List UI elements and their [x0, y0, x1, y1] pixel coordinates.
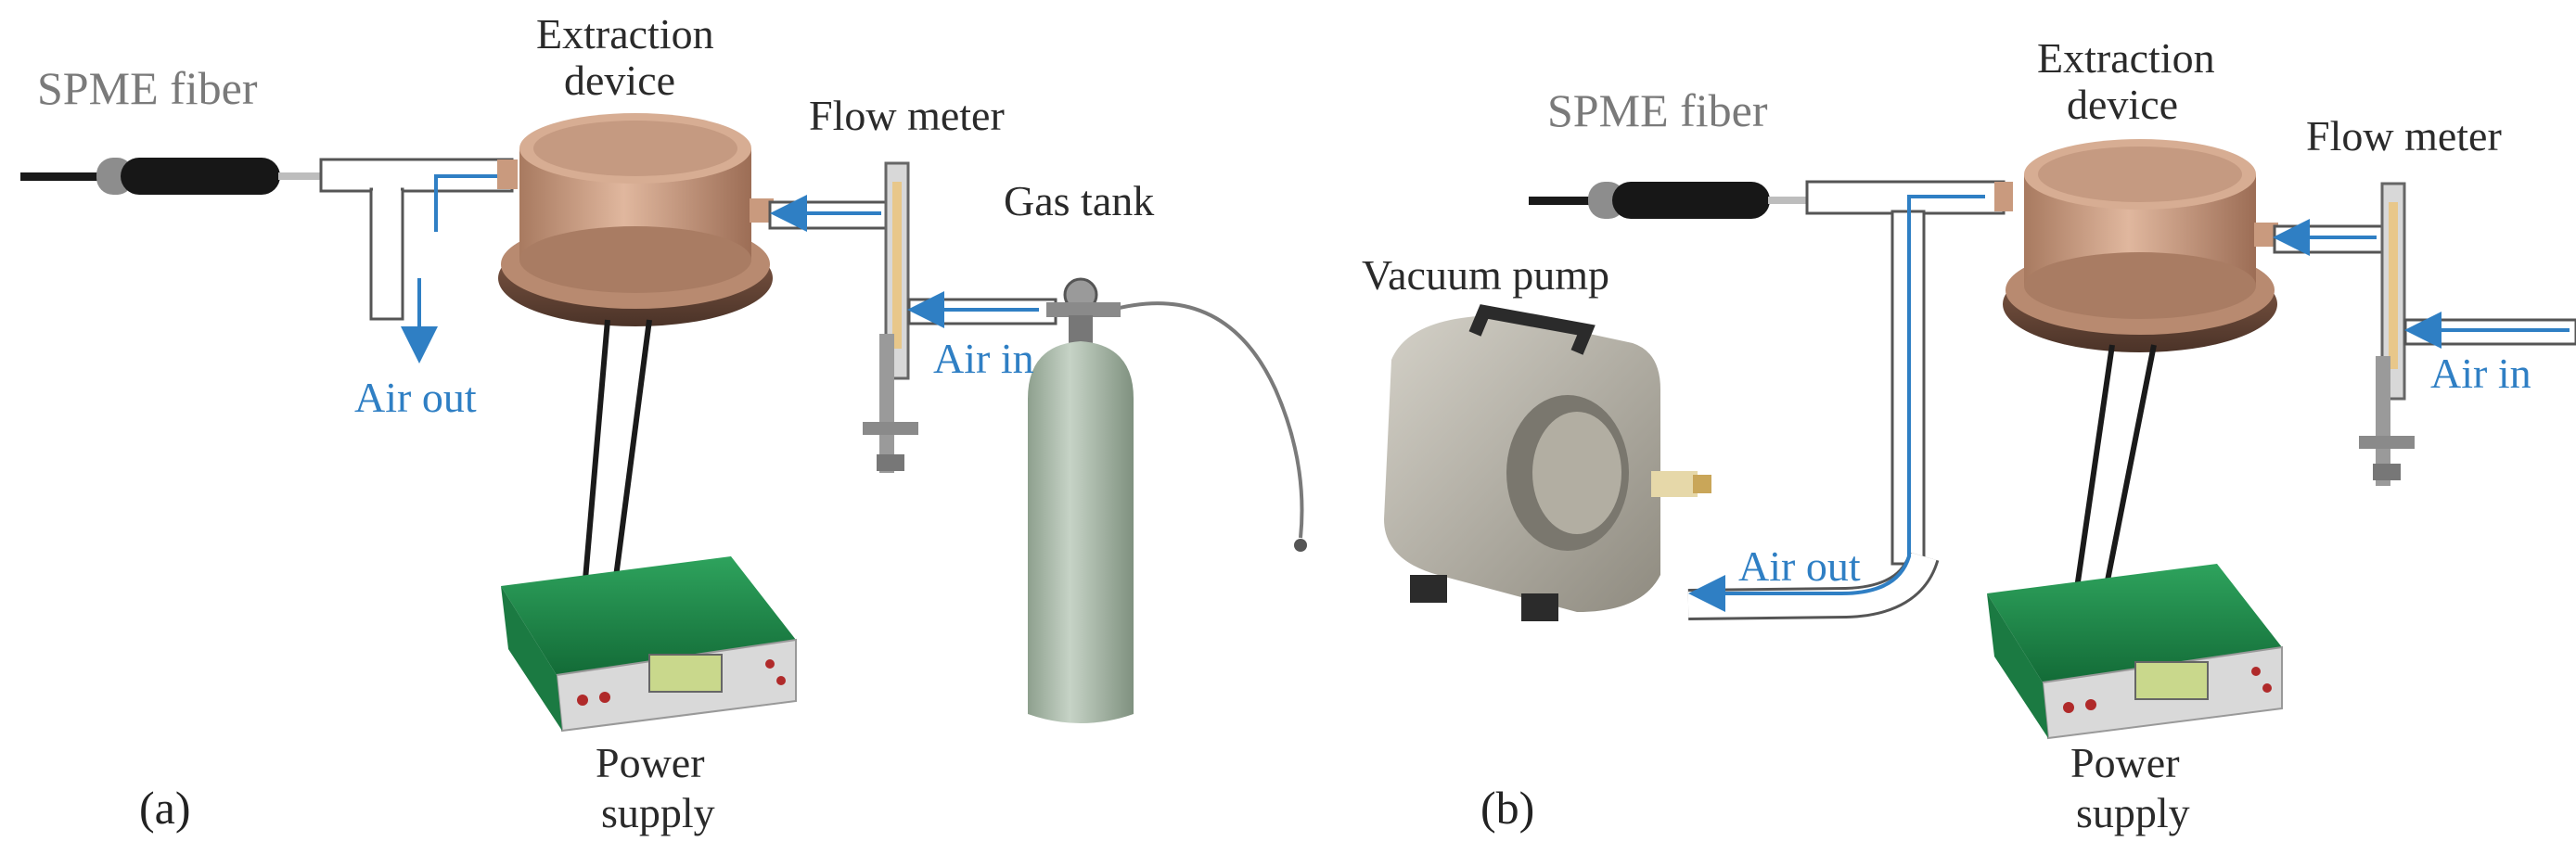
gas-tank-label: Gas tank	[1004, 177, 1154, 224]
spme-fiber-label: SPME fiber	[1547, 84, 1768, 136]
extraction-device-icon	[2003, 139, 2278, 352]
panel-a: SPME fiber Extraction device Flow meter …	[20, 10, 1307, 836]
flow-meter-label: Flow meter	[809, 92, 1005, 139]
power-supply-label-line2: supply	[2076, 789, 2190, 836]
power-supply-label-line1: Power	[596, 739, 705, 786]
vacuum-pump-label: Vacuum pump	[1362, 251, 1609, 299]
spme-fiber-icon	[20, 158, 323, 195]
extraction-device-label-line1: Extraction	[2037, 34, 2215, 82]
extraction-device-label-line1: Extraction	[536, 10, 714, 57]
extraction-device-label-line2: device	[2067, 81, 2178, 128]
extraction-device-icon	[498, 113, 774, 326]
t-tube	[1687, 180, 2013, 620]
flow-meter-icon	[2359, 182, 2415, 486]
tank-line	[907, 291, 1057, 328]
t-tube	[319, 158, 518, 363]
power-supply-icon	[501, 556, 797, 733]
vacuum-pump-icon	[1384, 304, 1711, 621]
extraction-device-label-line2: device	[564, 57, 675, 104]
air-in-label: Air in	[2430, 350, 2531, 397]
air-out-label: Air out	[1738, 542, 1861, 590]
power-supply-label-line1: Power	[2070, 739, 2180, 786]
air-in-label: Air in	[933, 335, 1034, 382]
flow-meter-label: Flow meter	[2306, 112, 2502, 159]
power-supply-icon	[1987, 564, 2283, 740]
spme-fiber-icon	[1529, 182, 1809, 219]
panel-b-tag: (b)	[1480, 782, 1534, 834]
panel-b: SPME fiber Extraction device Flow meter …	[1362, 34, 2576, 836]
gas-tank-icon	[1028, 277, 1307, 723]
spme-fiber-label: SPME fiber	[37, 62, 258, 114]
panel-a-tag: (a)	[139, 782, 191, 834]
air-in-line	[2403, 312, 2576, 349]
inlet-tube	[2273, 219, 2386, 256]
air-out-label: Air out	[354, 374, 477, 421]
flow-meter-icon	[863, 161, 918, 473]
inlet-tube	[768, 195, 889, 232]
power-supply-label-line2: supply	[601, 789, 715, 836]
